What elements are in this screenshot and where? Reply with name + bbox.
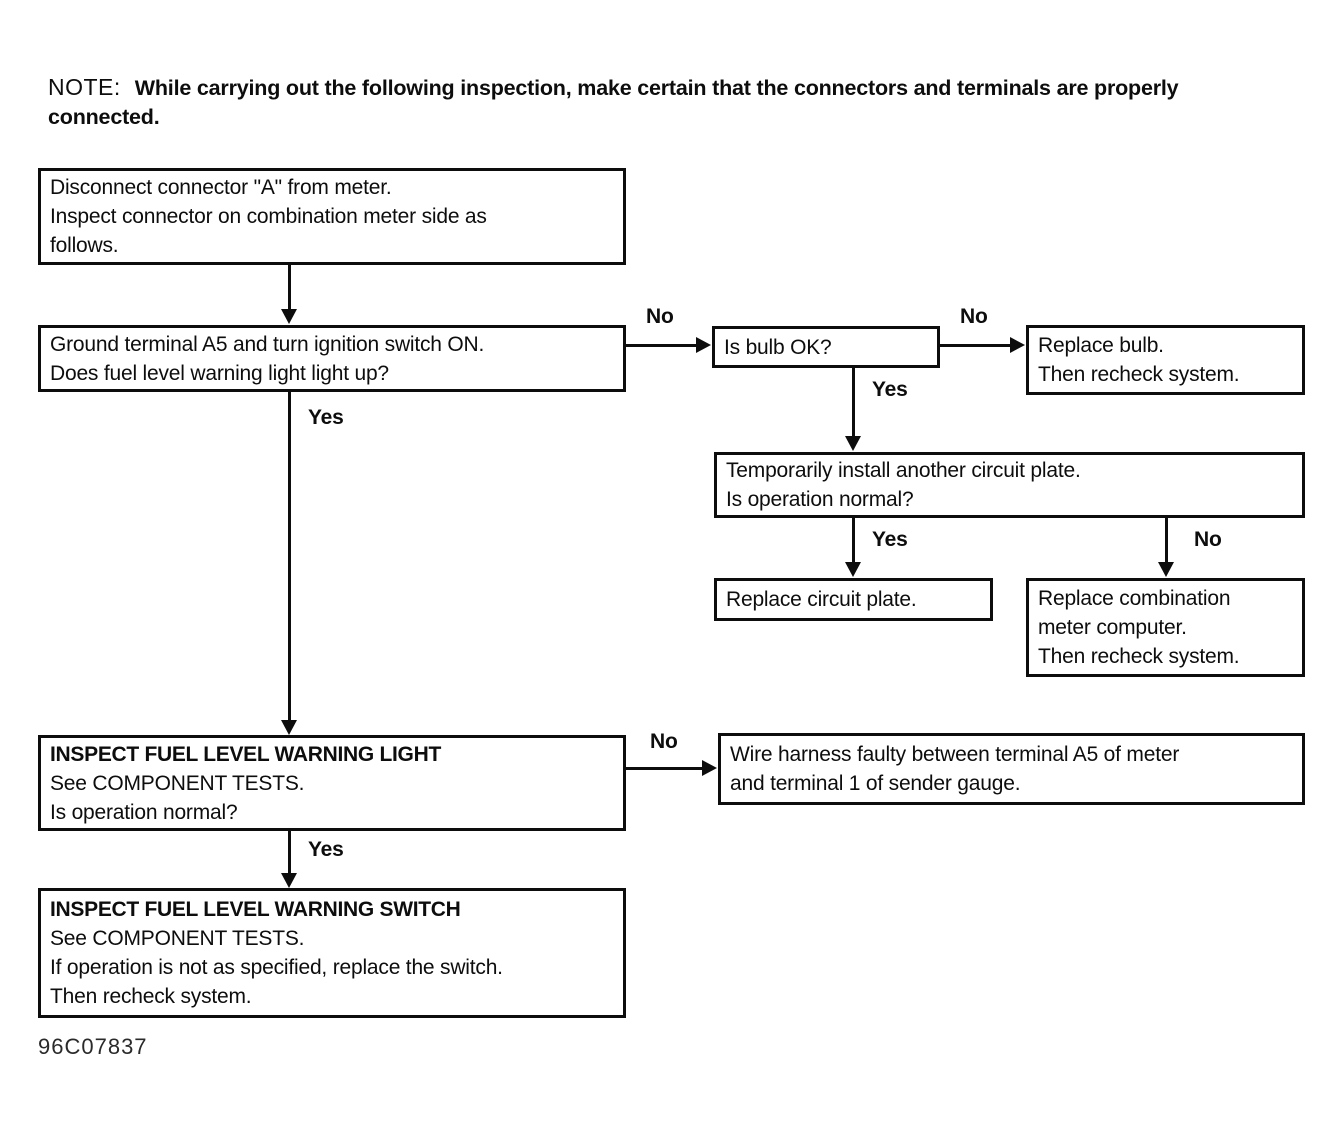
note-text: While carrying out the following inspect… xyxy=(134,76,1179,100)
arrowhead-down xyxy=(281,873,297,888)
flow-box-inspect-warning-switch: INSPECT FUEL LEVEL WARNING SWITCH See CO… xyxy=(38,888,626,1018)
note-prefix: NOTE: xyxy=(48,74,121,100)
box-line: Wire harness faulty between terminal A5 … xyxy=(730,743,1180,766)
box-line: Inspect connector on combination meter s… xyxy=(50,205,487,228)
box-line: Disconnect connector "A" from meter. xyxy=(50,176,392,199)
box-line: Then recheck system. xyxy=(1038,645,1240,668)
box-line: Replace circuit plate. xyxy=(726,588,917,611)
box-title: INSPECT FUEL LEVEL WARNING LIGHT xyxy=(50,742,441,766)
box-line: If operation is not as specified, replac… xyxy=(50,956,503,979)
box-line: follows. xyxy=(50,234,119,257)
box-line: See COMPONENT TESTS. xyxy=(50,927,305,950)
label-yes-light-branch: Yes xyxy=(308,838,344,861)
box-line: Is bulb OK? xyxy=(724,335,832,359)
flow-box-disconnect-connector: Disconnect connector "A" from meter. Ins… xyxy=(38,168,626,265)
arrow-bulb-to-replace-bulb xyxy=(940,344,1012,347)
arrowhead-down xyxy=(281,309,297,324)
arrowhead-right xyxy=(696,337,711,353)
label-no-light-branch: No xyxy=(650,730,678,753)
flow-box-wire-harness-faulty: Wire harness faulty between terminal A5 … xyxy=(718,733,1305,805)
arrowhead-right xyxy=(702,760,717,776)
arrowhead-down xyxy=(845,436,861,451)
box-line: Is operation normal? xyxy=(50,800,238,824)
arrow-ground-to-inspect-light xyxy=(288,392,291,722)
label-yes-plate-branch: Yes xyxy=(872,528,908,551)
flow-box-temp-install-plate: Temporarily install another circuit plat… xyxy=(714,452,1305,518)
label-yes-bulb-branch: Yes xyxy=(872,378,908,401)
arrow-ground-to-bulb xyxy=(626,344,698,347)
box-line: Ground terminal A5 and turn ignition swi… xyxy=(50,332,485,356)
flow-box-inspect-warning-light: INSPECT FUEL LEVEL WARNING LIGHT See COM… xyxy=(38,735,626,831)
figure-code: 96C07837 xyxy=(38,1034,148,1059)
arrow-light-to-inspect-switch xyxy=(288,831,291,875)
arrowhead-down xyxy=(1158,562,1174,577)
arrow-temp-to-replace-plate xyxy=(852,518,855,564)
note-line-1: NOTE: While carrying out the following in… xyxy=(48,72,1179,103)
box-line: Is operation normal? xyxy=(726,488,914,511)
flow-box-replace-bulb: Replace bulb. Then recheck system. xyxy=(1026,325,1305,395)
box-line: See COMPONENT TESTS. xyxy=(50,771,305,795)
note-line-2: connected. xyxy=(48,102,160,132)
arrow-bulb-to-temp-install xyxy=(852,368,855,438)
box-line: Replace combination xyxy=(1038,587,1231,610)
box-line: Does fuel level warning light light up? xyxy=(50,361,389,385)
arrowhead-right xyxy=(1010,337,1025,353)
box-title: INSPECT FUEL LEVEL WARNING SWITCH xyxy=(50,898,461,921)
box-line: and terminal 1 of sender gauge. xyxy=(730,772,1021,795)
label-no-ground-branch: No xyxy=(646,305,674,328)
flow-box-is-bulb-ok: Is bulb OK? xyxy=(712,326,940,368)
box-line: Then recheck system. xyxy=(50,985,252,1008)
arrow-disconnect-to-ground xyxy=(288,265,291,311)
arrow-light-to-wire-harness xyxy=(626,767,704,770)
label-yes-main-branch: Yes xyxy=(308,406,344,429)
flow-box-replace-meter-computer: Replace combination meter computer. Then… xyxy=(1026,578,1305,677)
box-line: Temporarily install another circuit plat… xyxy=(726,459,1081,482)
box-line: Then recheck system. xyxy=(1038,363,1240,386)
box-line: meter computer. xyxy=(1038,616,1187,639)
label-no-plate-branch: No xyxy=(1194,528,1222,551)
note-text-continued: connected. xyxy=(48,105,160,129)
arrowhead-down xyxy=(845,562,861,577)
flow-box-ground-terminal: Ground terminal A5 and turn ignition swi… xyxy=(38,325,626,392)
label-no-bulb-branch: No xyxy=(960,305,988,328)
arrow-temp-to-replace-computer xyxy=(1165,518,1168,564)
flow-box-replace-circuit-plate: Replace circuit plate. xyxy=(714,578,993,621)
arrowhead-down xyxy=(281,720,297,735)
box-line: Replace bulb. xyxy=(1038,334,1164,357)
